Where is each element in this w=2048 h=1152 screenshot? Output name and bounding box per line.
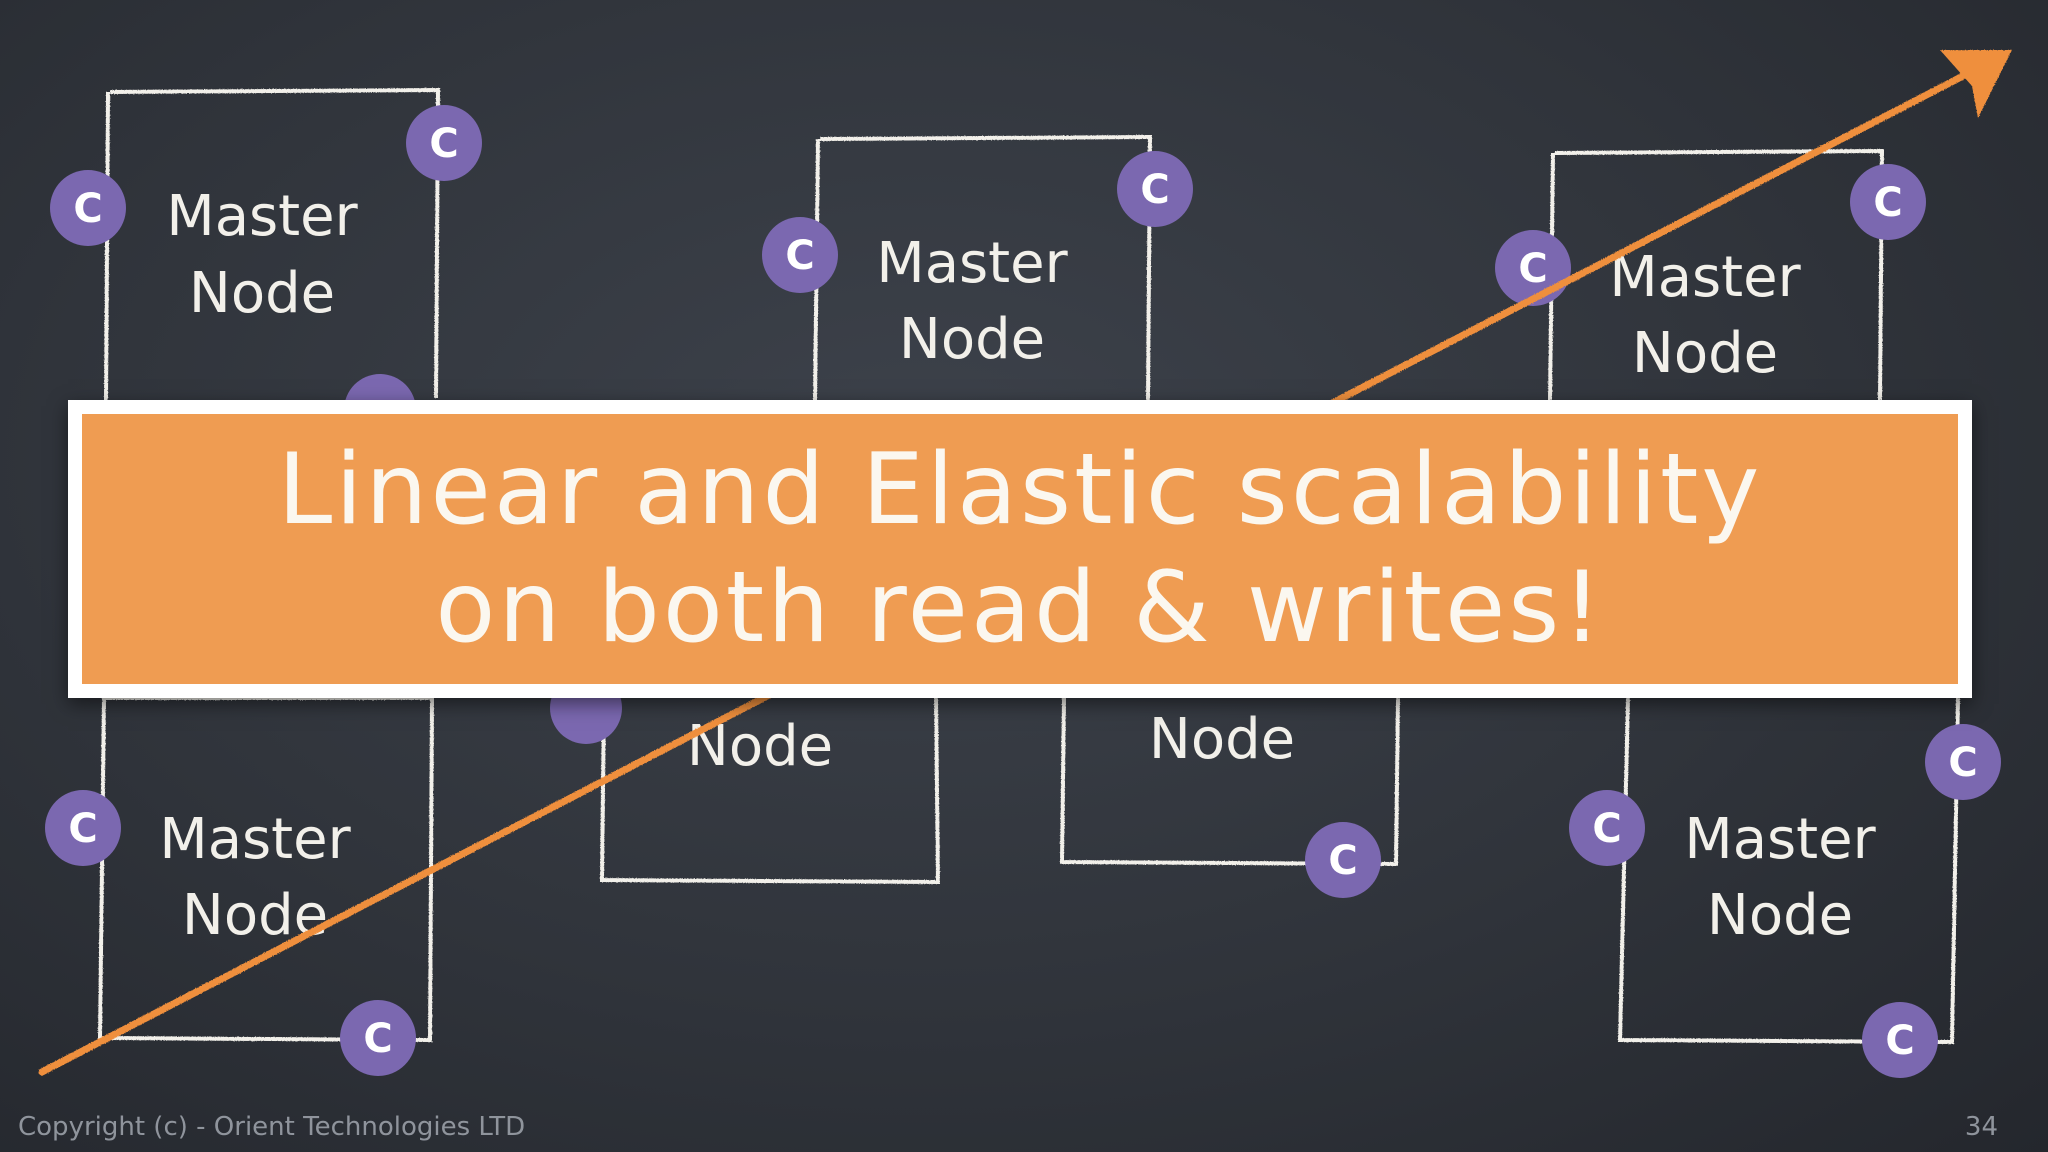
copyright-text: Copyright (c) - Orient Technologies LTD (18, 1112, 526, 1142)
node-box-5: Node (599, 697, 941, 885)
svg-text:C: C (73, 186, 102, 232)
node-box-3: Master Node (1548, 148, 1885, 401)
svg-text:C: C (785, 233, 814, 279)
node-box-7: Master Node (1617, 697, 1960, 1045)
node-7-title: Master (1684, 807, 1876, 872)
node-1-title: Master (166, 184, 358, 249)
connector-badge: C (406, 105, 482, 181)
node-box-6: Node (1059, 697, 1400, 867)
node-4-title: Master (159, 807, 351, 872)
node-7-subtitle: Node (1707, 883, 1853, 948)
svg-text:C: C (1948, 740, 1977, 786)
svg-text:C: C (1328, 838, 1357, 884)
page-number: 34 (1964, 1112, 1998, 1142)
node-6-subtitle: Node (1149, 707, 1295, 772)
headline-banner: Linear and Elastic scalability on both r… (68, 400, 1972, 698)
connector-badge: C (1117, 151, 1193, 227)
connector-badge: C (340, 1000, 416, 1076)
node-box-2: Master Node (813, 134, 1153, 401)
connector-badge: C (762, 217, 838, 293)
node-3-title: Master (1609, 245, 1801, 310)
connector-badge: C (50, 170, 126, 246)
connector-badge: C (1569, 790, 1645, 866)
node-2-subtitle: Node (899, 307, 1045, 372)
node-2-title: Master (876, 231, 1068, 296)
connector-badge: C (45, 790, 121, 866)
connector-badge: C (1925, 724, 2001, 800)
headline-line-2: on both read & writes! (435, 551, 1605, 665)
connector-badge: C (1495, 230, 1571, 306)
svg-text:C: C (1885, 1018, 1914, 1064)
node-1-subtitle: Node (189, 261, 335, 326)
svg-text:C: C (1592, 806, 1621, 852)
svg-text:C: C (429, 121, 458, 167)
svg-text:C: C (1140, 167, 1169, 213)
svg-text:C: C (1873, 180, 1902, 226)
node-box-1: Master Node (104, 87, 441, 401)
connector-badge: C (1850, 164, 1926, 240)
node-3-subtitle: Node (1632, 321, 1778, 386)
svg-text:C: C (363, 1016, 392, 1062)
headline-line-1: Linear and Elastic scalability (277, 433, 1763, 547)
node-box-4: Master Node (97, 696, 434, 1043)
connector-badge: C (1862, 1002, 1938, 1078)
svg-text:C: C (68, 806, 97, 852)
svg-text:C: C (1518, 246, 1547, 292)
connector-badge: C (1305, 822, 1381, 898)
